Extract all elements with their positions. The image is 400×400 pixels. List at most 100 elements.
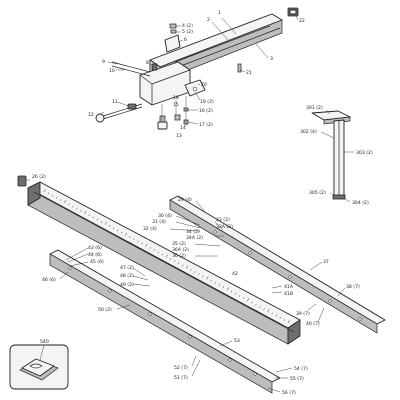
callout: 19 (2) bbox=[200, 99, 214, 105]
scale-tick bbox=[145, 243, 148, 247]
callout: 55 (7) bbox=[290, 376, 304, 382]
screw bbox=[169, 23, 177, 29]
scale-tick bbox=[177, 262, 180, 265]
callout: 1 bbox=[218, 10, 221, 16]
scale-tick bbox=[206, 276, 209, 280]
rail-end-cap bbox=[17, 175, 27, 187]
scale-tick bbox=[198, 273, 200, 276]
callout: 32 (4) bbox=[143, 226, 157, 232]
scale-tick bbox=[100, 220, 102, 223]
knob bbox=[151, 63, 158, 71]
callout: 54 (7) bbox=[294, 366, 308, 372]
scale-tick bbox=[43, 189, 46, 193]
washer bbox=[170, 29, 177, 34]
main-rail bbox=[17, 175, 301, 345]
callout: 46 (6) bbox=[42, 277, 56, 283]
scale-tick bbox=[279, 316, 281, 319]
callout: 34 (2) bbox=[186, 229, 200, 235]
callout: 26 (2) bbox=[32, 174, 46, 180]
scale-tick bbox=[230, 290, 233, 293]
rail-start-face bbox=[27, 181, 41, 206]
inset-540 bbox=[9, 344, 69, 390]
handle-knob[interactable] bbox=[95, 113, 105, 123]
callout: 51 (7) bbox=[174, 375, 188, 381]
scale-tick bbox=[60, 199, 62, 201]
scale-tick bbox=[55, 196, 58, 199]
callout: 48 (2) bbox=[120, 273, 134, 279]
scale-tick bbox=[263, 308, 265, 311]
callout: 6 bbox=[184, 37, 187, 43]
scale-tick bbox=[108, 225, 111, 228]
callout: 9 bbox=[102, 59, 105, 65]
callouts: 1 2 3 4 (2) 5 (2) 6 22 9 10 8 21 20 18 1… bbox=[32, 10, 373, 396]
scale-tick bbox=[222, 286, 224, 289]
scale-tick bbox=[259, 306, 261, 308]
callout: 43 (6) bbox=[88, 245, 102, 251]
scale-tick bbox=[190, 268, 192, 271]
scale-tick bbox=[165, 254, 168, 258]
callout: 11 bbox=[112, 99, 118, 105]
scale-tick bbox=[255, 303, 257, 306]
callout: 8 bbox=[146, 60, 149, 66]
callout: 34A (2) bbox=[186, 235, 203, 241]
front-angle-rail bbox=[49, 247, 293, 394]
callout: 39 (7) bbox=[296, 311, 310, 317]
callout: 50 (2) bbox=[98, 307, 112, 313]
scale-tick bbox=[169, 257, 172, 260]
scale-tick bbox=[141, 242, 143, 245]
callout: 15 bbox=[173, 102, 179, 108]
scale-tick bbox=[51, 194, 54, 197]
scale-tick bbox=[84, 210, 87, 214]
scale-tick bbox=[271, 312, 273, 315]
clamp-bracket bbox=[164, 34, 181, 53]
callout: 36 (2) bbox=[172, 253, 186, 259]
scale-tick bbox=[121, 231, 123, 234]
callout: 44 (6) bbox=[88, 252, 102, 258]
front-rail-face bbox=[49, 253, 273, 394]
callout: 21 bbox=[246, 70, 252, 76]
callout: 14 bbox=[180, 125, 186, 131]
callout: 540 bbox=[40, 339, 49, 345]
scale-tick bbox=[47, 192, 50, 195]
callout: 41B bbox=[284, 291, 293, 297]
scale-tick bbox=[137, 240, 139, 243]
callout: 40 (7) bbox=[306, 321, 320, 327]
scale-tick bbox=[247, 298, 250, 302]
callout: 4 (2) bbox=[182, 23, 193, 29]
scale-tick bbox=[104, 221, 107, 225]
callout: 29 (4) bbox=[178, 197, 192, 203]
rail-scale bbox=[43, 189, 290, 324]
callout: 5 (2) bbox=[182, 29, 193, 35]
scale-tick bbox=[133, 238, 135, 241]
scale-tick bbox=[182, 264, 184, 267]
fence-head-assembly bbox=[95, 7, 299, 130]
scale-tick bbox=[88, 214, 90, 217]
scale-tick bbox=[243, 297, 245, 300]
scale-tick bbox=[64, 199, 67, 204]
scale-tick bbox=[194, 271, 196, 273]
scale-tick bbox=[234, 292, 237, 295]
callout: 18 bbox=[173, 95, 179, 101]
rear-rail bbox=[169, 195, 386, 334]
scale-tick bbox=[157, 251, 159, 254]
callout: 41A bbox=[284, 284, 294, 290]
scale-tick bbox=[238, 295, 241, 297]
post-foot bbox=[332, 194, 346, 200]
callout: 22 bbox=[299, 18, 305, 24]
callout: 16 (2) bbox=[199, 108, 213, 114]
callout: 49 (2) bbox=[120, 282, 134, 288]
head-body bbox=[139, 61, 191, 106]
lever bbox=[127, 103, 137, 110]
scale-tick bbox=[80, 209, 82, 212]
callout: 304 (2) bbox=[352, 200, 369, 206]
rear-rail-top bbox=[169, 195, 386, 325]
callout: 37 bbox=[323, 259, 329, 265]
callout: 12 bbox=[88, 112, 94, 118]
scale-tick bbox=[153, 249, 155, 252]
nut bbox=[174, 114, 181, 121]
scale-tick bbox=[214, 281, 216, 284]
scale-tick bbox=[112, 227, 115, 230]
scale-tick bbox=[210, 279, 212, 282]
top-leaders bbox=[99, 15, 299, 125]
